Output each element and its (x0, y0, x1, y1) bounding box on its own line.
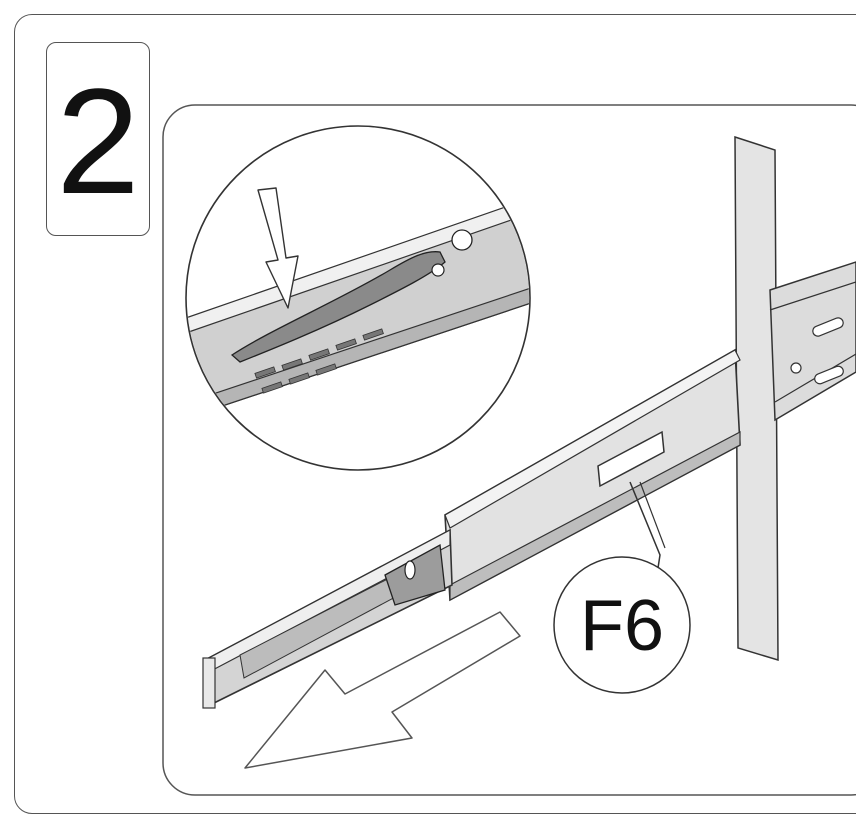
f6-callout: F6 (553, 481, 691, 694)
step-number: 2 (56, 57, 140, 225)
magnifier-detail-circle-icon (185, 125, 531, 471)
f6-callout-circle (553, 556, 691, 694)
release-window (597, 430, 665, 488)
detail-lever (230, 251, 446, 363)
fixed-rail (769, 261, 856, 422)
f6-callout-label: F6 (580, 586, 664, 666)
drawer-rail-inner (202, 528, 453, 709)
step-number-box: 2 (46, 42, 150, 236)
pull-out-arrow-icon (244, 611, 521, 769)
cabinet-side-panel (734, 135, 779, 662)
down-arrow-press-icon (257, 187, 299, 309)
lock-lever (384, 543, 446, 606)
